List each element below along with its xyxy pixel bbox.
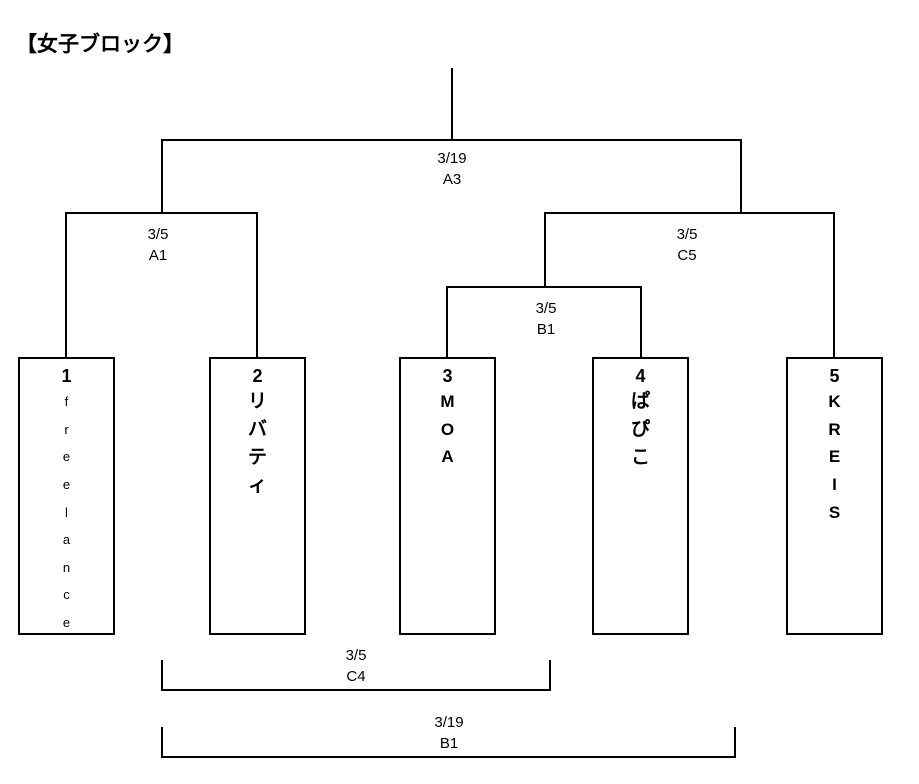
match-label-a1: 3/5 A1 <box>88 224 228 266</box>
placement-bracket-b1 <box>161 727 736 758</box>
team-name-char: O <box>440 419 455 439</box>
team-box-5[interactable]: 5 K R E I S <box>786 357 883 635</box>
match-label-b1: 3/5 B1 <box>476 298 616 340</box>
match-label-c5: 3/5 C5 <box>617 224 757 266</box>
final-bracket-a3 <box>161 139 742 213</box>
match-date: 3/5 <box>535 300 557 317</box>
team-box-2[interactable]: 2 リ バ テ ィ <box>209 357 306 635</box>
team-seed: 5 <box>829 366 840 386</box>
match-code: A3 <box>442 171 462 188</box>
match-code: C4 <box>346 668 366 685</box>
page-title: 【女子ブロック】 <box>16 32 184 56</box>
placement-bracket-c4 <box>161 660 551 691</box>
team-name-char: テ <box>247 445 267 468</box>
match-date: 3/19 <box>434 714 464 731</box>
team-name-vertical: M O A <box>440 388 454 471</box>
team-name-char: ぱ <box>630 390 650 413</box>
team-name-vertical: リ バ テ ィ <box>248 388 267 499</box>
team-name-char: A <box>441 447 454 467</box>
team-name-char: ぴ <box>630 418 650 441</box>
match-date: 3/5 <box>676 226 698 243</box>
semifinal-left-bracket-a1 <box>65 212 258 357</box>
team-name-vertical: K R E I S <box>828 388 840 526</box>
match-label-c4: 3/5 C4 <box>286 645 426 687</box>
team-seed: 4 <box>635 366 646 386</box>
quarterfinal-bracket-b1 <box>446 286 642 357</box>
match-date: 3/5 <box>147 226 169 243</box>
team-name-char: E <box>828 447 841 467</box>
team-box-3[interactable]: 3 M O A <box>399 357 496 635</box>
semifinal-right-bracket-c5 <box>544 212 835 357</box>
team-name-char: M <box>440 392 455 412</box>
team-name-char: a <box>62 532 71 548</box>
team-name-char: r <box>64 421 69 437</box>
team-name-char: n <box>62 559 71 575</box>
match-code: A1 <box>148 247 168 264</box>
team-name-char: f <box>64 394 69 410</box>
team-seed: 3 <box>442 366 453 386</box>
match-label-b1-placement: 3/19 B1 <box>379 712 519 754</box>
team-name-char: こ <box>630 445 650 468</box>
team-name-char: K <box>828 392 841 412</box>
match-code: C5 <box>677 247 697 264</box>
team-name-char: c <box>63 587 70 603</box>
match-code: B1 <box>439 735 459 752</box>
team-box-4[interactable]: 4 ぱ ぴ こ <box>592 357 689 635</box>
team-name-char: R <box>828 419 841 439</box>
team-name-char: S <box>828 502 841 522</box>
match-date: 3/5 <box>345 647 367 664</box>
team-name-vertical: ぱ ぴ こ <box>631 388 650 471</box>
team-name-char: l <box>65 504 68 520</box>
match-label-a3: 3/19 A3 <box>382 148 522 190</box>
match-code: B1 <box>536 321 556 338</box>
team-name-char: e <box>62 477 71 493</box>
team-name-char: ィ <box>247 473 267 496</box>
team-seed: 2 <box>252 366 263 386</box>
team-box-1[interactable]: 1 f r e e l a n c e <box>18 357 115 635</box>
team-seed: 1 <box>61 366 72 386</box>
team-name-vertical: f r e e l a n c e <box>63 388 70 636</box>
team-name-char: I <box>832 474 837 494</box>
team-name-char: e <box>62 614 71 630</box>
match-date: 3/19 <box>437 150 467 167</box>
team-name-char: リ <box>247 390 267 413</box>
team-name-char: e <box>62 449 71 465</box>
team-name-char: バ <box>247 418 267 441</box>
